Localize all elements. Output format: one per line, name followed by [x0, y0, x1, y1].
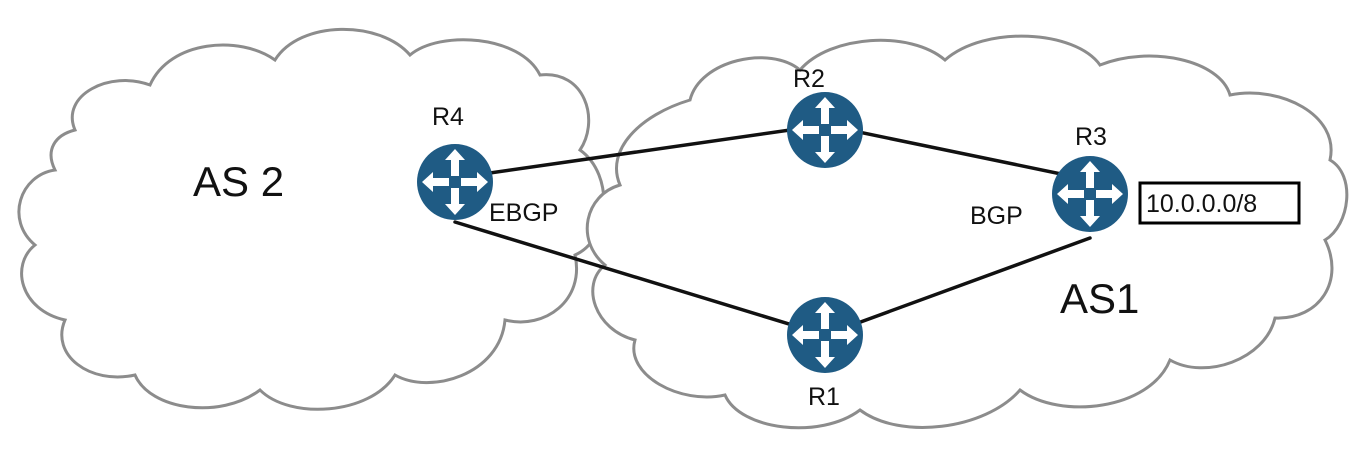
links [453, 123, 1092, 337]
as1-cloud [585, 34, 1349, 430]
as1-label: AS1 [1060, 275, 1139, 322]
router-r4-label: R4 [432, 103, 464, 131]
ebgp-label: EBGP [489, 199, 558, 227]
router-r1-label: R1 [808, 383, 840, 411]
router-r3 [1052, 156, 1128, 232]
router-r2-label: R2 [793, 65, 825, 93]
router-icon [787, 297, 863, 373]
router-r1 [787, 297, 863, 373]
link-r4-r1 [453, 220, 827, 337]
as2-label: AS 2 [193, 158, 284, 205]
link-r4-r2 [453, 123, 827, 180]
router-icon [1052, 156, 1128, 232]
router-r3-label: R3 [1075, 123, 1107, 151]
router-icon [787, 92, 863, 168]
link-r1-r3 [823, 236, 1092, 337]
prefix-box: 10.0.0.0/8 [1138, 181, 1301, 225]
router-icon [417, 144, 493, 220]
prefix-label: 10.0.0.0/8 [1146, 190, 1257, 218]
link-r2-r3 [823, 123, 1092, 182]
router-r4 [417, 144, 493, 220]
bgp-label: BGP [970, 202, 1023, 230]
as2-cloud [17, 27, 606, 411]
router-r2 [787, 92, 863, 168]
